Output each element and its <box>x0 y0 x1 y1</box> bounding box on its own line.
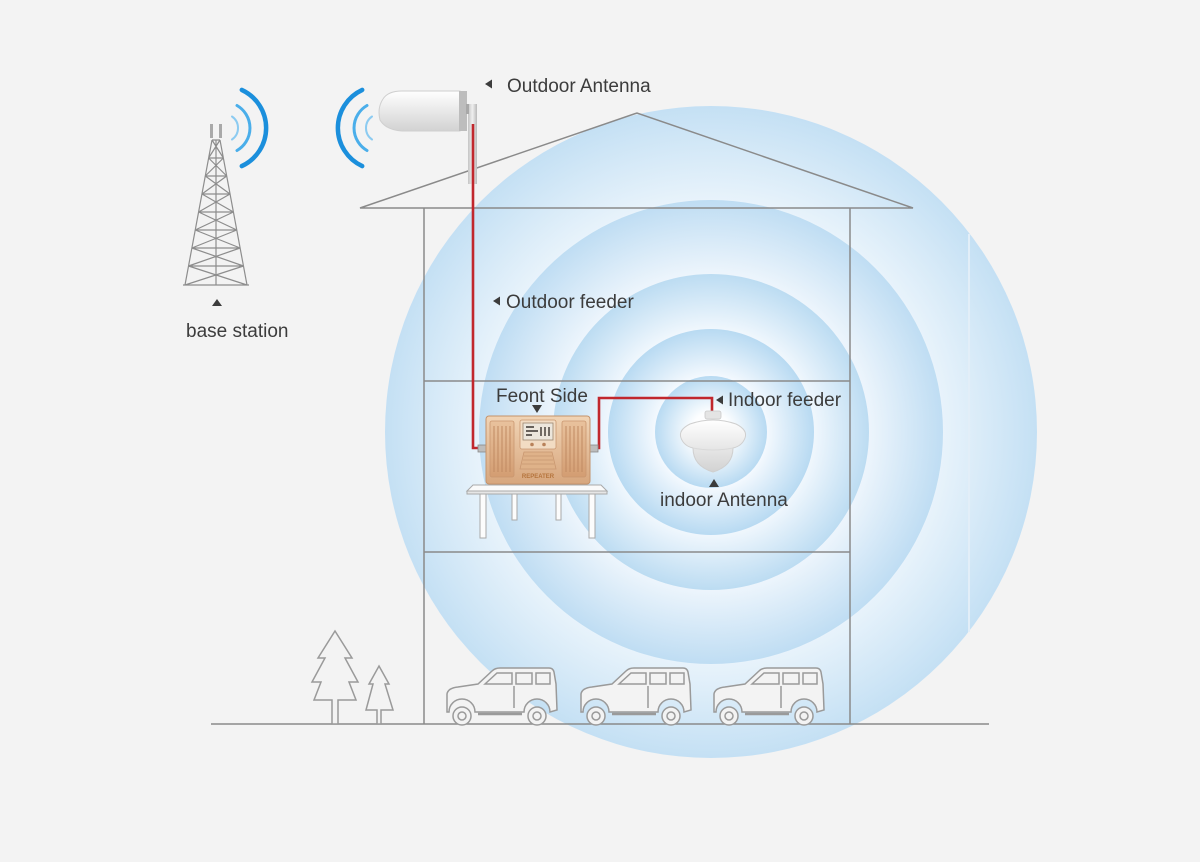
front-side-label: Feont Side <box>496 386 588 407</box>
triangle-pointer-icon <box>709 479 719 487</box>
wall-shadow-line <box>968 234 970 632</box>
pine-tree-icon <box>310 629 360 725</box>
pine-tree-icon <box>365 664 395 725</box>
outdoor-antenna-label: Outdoor Antenna <box>507 76 651 97</box>
car-icon <box>446 667 558 726</box>
triangle-pointer-icon <box>485 79 492 89</box>
triangle-pointer-icon <box>532 405 542 413</box>
ceiling-dome-antenna-icon <box>679 410 747 473</box>
indoor-antenna-label: indoor Antenna <box>660 490 788 511</box>
car-icon <box>580 667 692 726</box>
indoor-feeder-label: Indoor feeder <box>728 390 842 411</box>
triangle-pointer-icon <box>212 299 222 306</box>
outdoor-feeder-label: Outdoor feeder <box>506 292 634 313</box>
base-station-label: base station <box>186 321 288 342</box>
signal-wave-icon <box>335 87 373 169</box>
triangle-pointer-icon <box>716 395 723 405</box>
roof <box>359 112 914 209</box>
panel-antenna-icon <box>378 90 477 184</box>
table <box>465 484 609 539</box>
house-outline <box>359 112 914 724</box>
car-icon <box>713 667 825 726</box>
triangle-pointer-icon <box>493 296 500 306</box>
signal-wave-icon <box>231 87 269 169</box>
cell-tower-icon <box>183 124 249 286</box>
repeater-label: REPEATER <box>522 474 555 480</box>
signal-repeater-icon: REPEATER <box>477 415 599 485</box>
